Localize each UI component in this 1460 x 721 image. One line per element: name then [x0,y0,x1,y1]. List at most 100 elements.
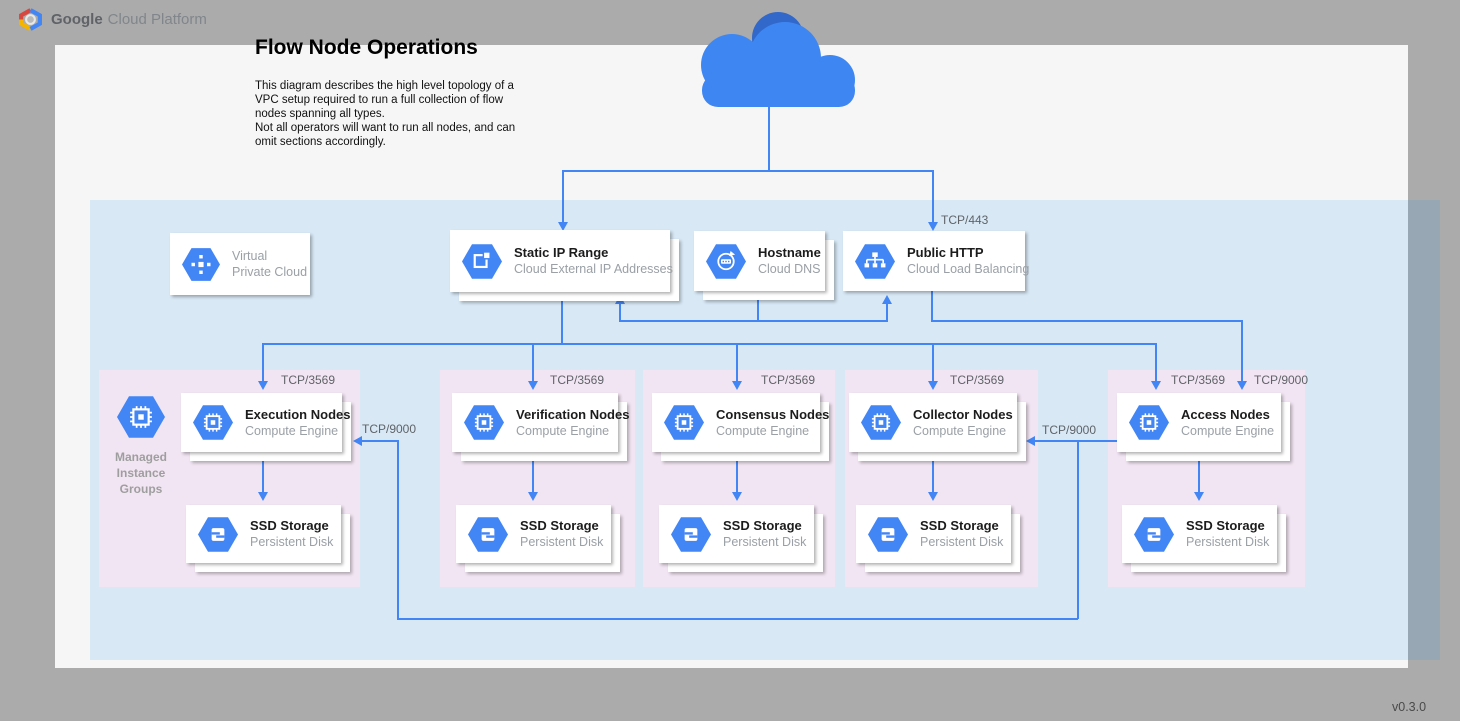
connector-line [736,461,738,493]
arrow-down-icon [928,222,938,231]
ssd-storage-card: SSD Storage Persistent Disk [659,505,823,572]
persistent-disk-icon [198,516,238,552]
vpc-card: Virtual Private Cloud [170,233,310,295]
arrow-down-icon [732,381,742,390]
page-title: Flow Node Operations [255,36,478,59]
connector-line [532,343,534,382]
compute-engine-icon [1129,405,1169,440]
gcp-brand: Google Cloud Platform [18,8,207,31]
arrow-down-icon [528,492,538,501]
edge-label-tcp3569: TCP/3569 [281,373,336,387]
cloud-dns-icon [706,243,746,279]
verification-nodes-card: Verification Nodes Compute Engine [452,393,629,461]
connector-line [562,170,934,172]
storage-title: SSD Storage [920,518,999,533]
edge-label-tcp3569: TCP/3569 [950,373,1005,387]
connector-line [262,343,1157,345]
connector-line [932,170,934,223]
persistent-disk-icon [671,516,711,552]
edge-label-tcp3569: TCP/3569 [550,373,605,387]
brand-cloud-platform: Cloud Platform [107,11,207,28]
node-subtitle: Compute Engine [516,423,610,438]
connector-line [562,170,564,223]
arrow-left-icon [1026,436,1035,446]
internet-cloud-icon [701,12,855,107]
arrow-down-icon [1237,381,1247,390]
brand-google: Google [51,11,103,28]
connector-line [932,343,934,382]
persistent-disk-icon [1134,516,1174,552]
edge-label-tcp9000: TCP/9000 [1254,373,1309,387]
static-ip-title: Static IP Range [514,245,609,260]
consensus-nodes-card: Consensus Nodes Compute Engine [652,393,829,461]
compute-engine-icon [193,405,233,440]
node-title: Consensus Nodes [716,406,830,422]
ssd-storage-card: SSD Storage Persistent Disk [456,505,620,572]
node-subtitle: Compute Engine [913,423,1007,438]
connector-line [886,300,888,322]
collector-nodes-card: Collector Nodes Compute Engine [849,393,1026,461]
node-title: Verification Nodes [516,406,630,422]
edge-label-tcp443: TCP/443 [941,213,989,227]
connector-line [262,461,264,493]
public-http-title: Public HTTP [907,245,984,260]
arrow-down-icon [258,381,268,390]
access-nodes-card: Access Nodes Compute Engine [1117,393,1290,461]
connector-line [397,440,399,620]
static-ip-card: Static IP Range Cloud External IP Addres… [450,230,679,301]
version-label: v0.3.0 [1392,700,1427,714]
storage-subtitle: Persistent Disk [520,535,604,549]
arrow-down-icon [258,492,268,501]
external-ip-icon [462,243,502,279]
connector-line [1155,343,1157,382]
node-subtitle: Compute Engine [1181,423,1275,438]
storage-title: SSD Storage [723,518,802,533]
connector-line [356,440,399,442]
arrow-down-icon [928,492,938,501]
load-balancing-icon [855,243,895,279]
arrow-left-icon [353,436,362,446]
node-subtitle: Compute Engine [245,423,339,438]
storage-title: SSD Storage [250,518,329,533]
compute-engine-icon [664,405,704,440]
hostname-title: Hostname [758,245,821,260]
connector-line [397,618,1078,620]
gcp-logo-icon [19,8,42,31]
compute-engine-icon [464,405,504,440]
ssd-storage-card: SSD Storage Persistent Disk [186,505,350,572]
node-title: Execution Nodes [245,406,351,422]
arrow-down-icon [1151,381,1161,390]
arrow-down-icon [928,381,938,390]
description-text: This diagram describes the high level to… [255,80,516,148]
connector-line [931,320,1242,322]
node-subtitle: Compute Engine [716,423,810,438]
hostname-subtitle: Cloud DNS [758,262,821,276]
connector-line [1241,320,1243,382]
connector-line [532,461,534,493]
storage-subtitle: Persistent Disk [920,535,1004,549]
connector-line [768,105,770,171]
managed-instance-groups-label: Managed Instance Groups [114,450,167,496]
connector-line [619,320,888,322]
arrow-down-icon [1194,492,1204,501]
connector-line [1030,440,1117,442]
storage-subtitle: Persistent Disk [250,535,334,549]
vpc-icon [182,247,220,281]
connector-line [931,291,933,322]
edge-label-tcp3569: TCP/3569 [1171,373,1226,387]
storage-subtitle: Persistent Disk [723,535,807,549]
ssd-storage-card: SSD Storage Persistent Disk [1122,505,1286,572]
edge-label-tcp3569: TCP/3569 [761,373,816,387]
connector-line [1077,440,1079,619]
storage-subtitle: Persistent Disk [1186,535,1270,549]
public-http-card: Public HTTP Cloud Load Balancing [843,231,1029,291]
connector-line [262,343,264,382]
connector-line [619,300,621,322]
public-http-subtitle: Cloud Load Balancing [907,262,1030,276]
storage-title: SSD Storage [1186,518,1265,533]
static-ip-subtitle: Cloud External IP Addresses [514,262,673,276]
arrow-down-icon [732,492,742,501]
connector-line [736,343,738,382]
vpc-card-label: Virtual Private Cloud [232,249,308,279]
